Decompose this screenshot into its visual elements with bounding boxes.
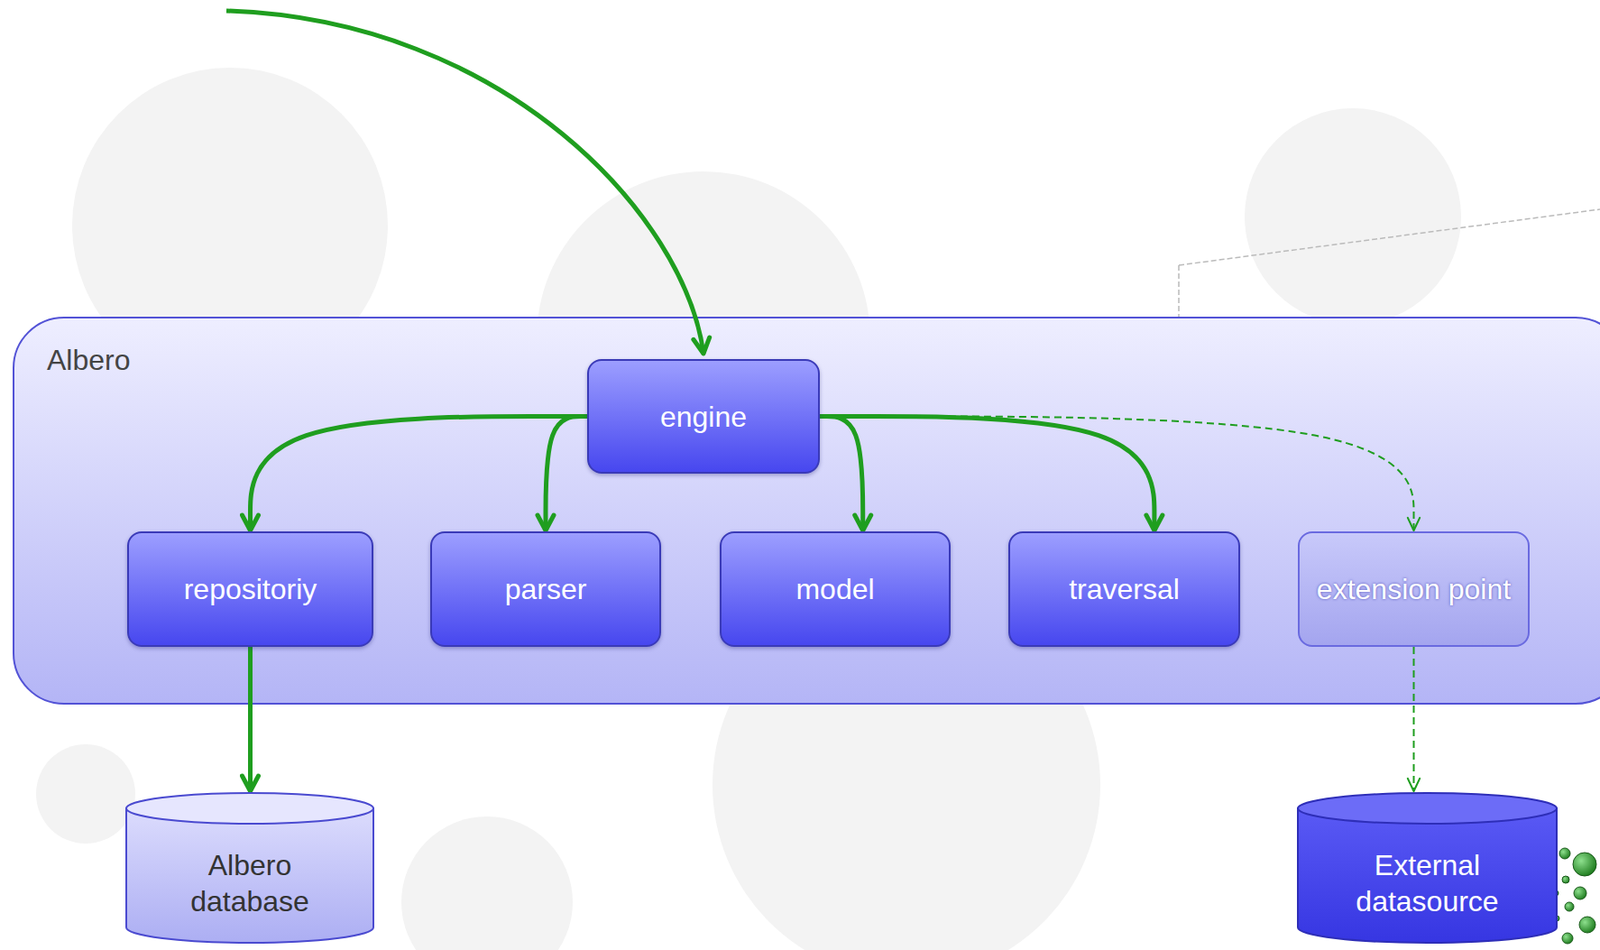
component-box: model (719, 531, 951, 647)
node-label: repositoriy (183, 570, 318, 607)
node-label: External datasource (1337, 846, 1518, 920)
cylinder-body (126, 807, 374, 943)
extension-box: extension point (1297, 531, 1530, 647)
database-cylinder: External datasource (1296, 791, 1558, 944)
component-box: parser (430, 531, 662, 647)
cylinder-body (1297, 807, 1557, 943)
connector (250, 416, 589, 532)
connector (545, 416, 588, 532)
node-label: extension point (1316, 570, 1511, 607)
connector (819, 416, 864, 532)
component-box: traversal (1008, 531, 1241, 647)
database-cylinder: Albero database (125, 791, 375, 944)
component-box: engine (587, 358, 820, 474)
cylinder-top (126, 792, 374, 824)
node-label: Albero database (165, 846, 334, 920)
connector (819, 416, 1155, 532)
component-box: repositoriy (127, 531, 374, 647)
node-label: parser (505, 570, 588, 607)
cylinder-top (1297, 792, 1557, 824)
dashed-connector (1413, 646, 1416, 791)
logo-dots (1553, 847, 1597, 944)
callout-outline (1178, 209, 1600, 317)
node-label: engine (660, 398, 747, 435)
dashed-connector (819, 416, 1415, 532)
node-label: Albero (46, 341, 131, 378)
node-label: traversal (1068, 570, 1180, 607)
incoming-arrow (226, 10, 704, 354)
connector (248, 646, 253, 791)
system-boundary: Albero engine repositoriy parser model traver… (12, 316, 1600, 705)
node-label: model (795, 570, 874, 607)
